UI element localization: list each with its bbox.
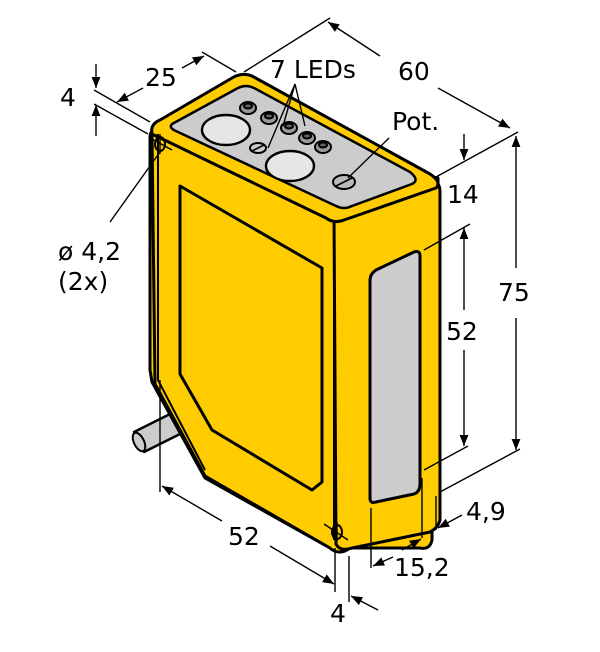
- sensor-housing: [131, 72, 442, 554]
- label-mount-offset-bottom: 4: [330, 599, 346, 628]
- mount-hole-bottom: [323, 522, 349, 542]
- label-height-total: 75: [498, 278, 530, 307]
- label-mount-offset-top: 4: [60, 83, 76, 112]
- label-width-bottom: 52: [228, 522, 260, 551]
- label-hole-count: (2x): [58, 267, 108, 296]
- led-row: [239, 101, 332, 154]
- label-depth: 25: [145, 63, 177, 92]
- label-hole-diameter: ø 4,2: [58, 237, 121, 266]
- label-length-top: 60: [398, 57, 430, 86]
- screw-small: [249, 142, 267, 154]
- front-recess: [178, 184, 324, 492]
- lens-2: [264, 149, 316, 183]
- mount-hole-top: [149, 134, 173, 154]
- label-window-height: 52: [446, 317, 478, 346]
- dimension-lines: [91, 17, 521, 611]
- dimension-labels: 4 25 7 LEDs 60 Pot. 14 ø 4,2 (2x) 75 52 …: [58, 55, 530, 628]
- label-leds: 7 LEDs: [270, 55, 356, 84]
- label-window-width: 15,2: [394, 553, 450, 582]
- label-window-offset: 4,9: [466, 497, 506, 526]
- potentiometer: [332, 174, 356, 190]
- side-window: [368, 250, 422, 504]
- label-top-offset: 14: [447, 180, 479, 209]
- label-potentiometer: Pot.: [392, 107, 439, 136]
- lens-1: [200, 113, 252, 147]
